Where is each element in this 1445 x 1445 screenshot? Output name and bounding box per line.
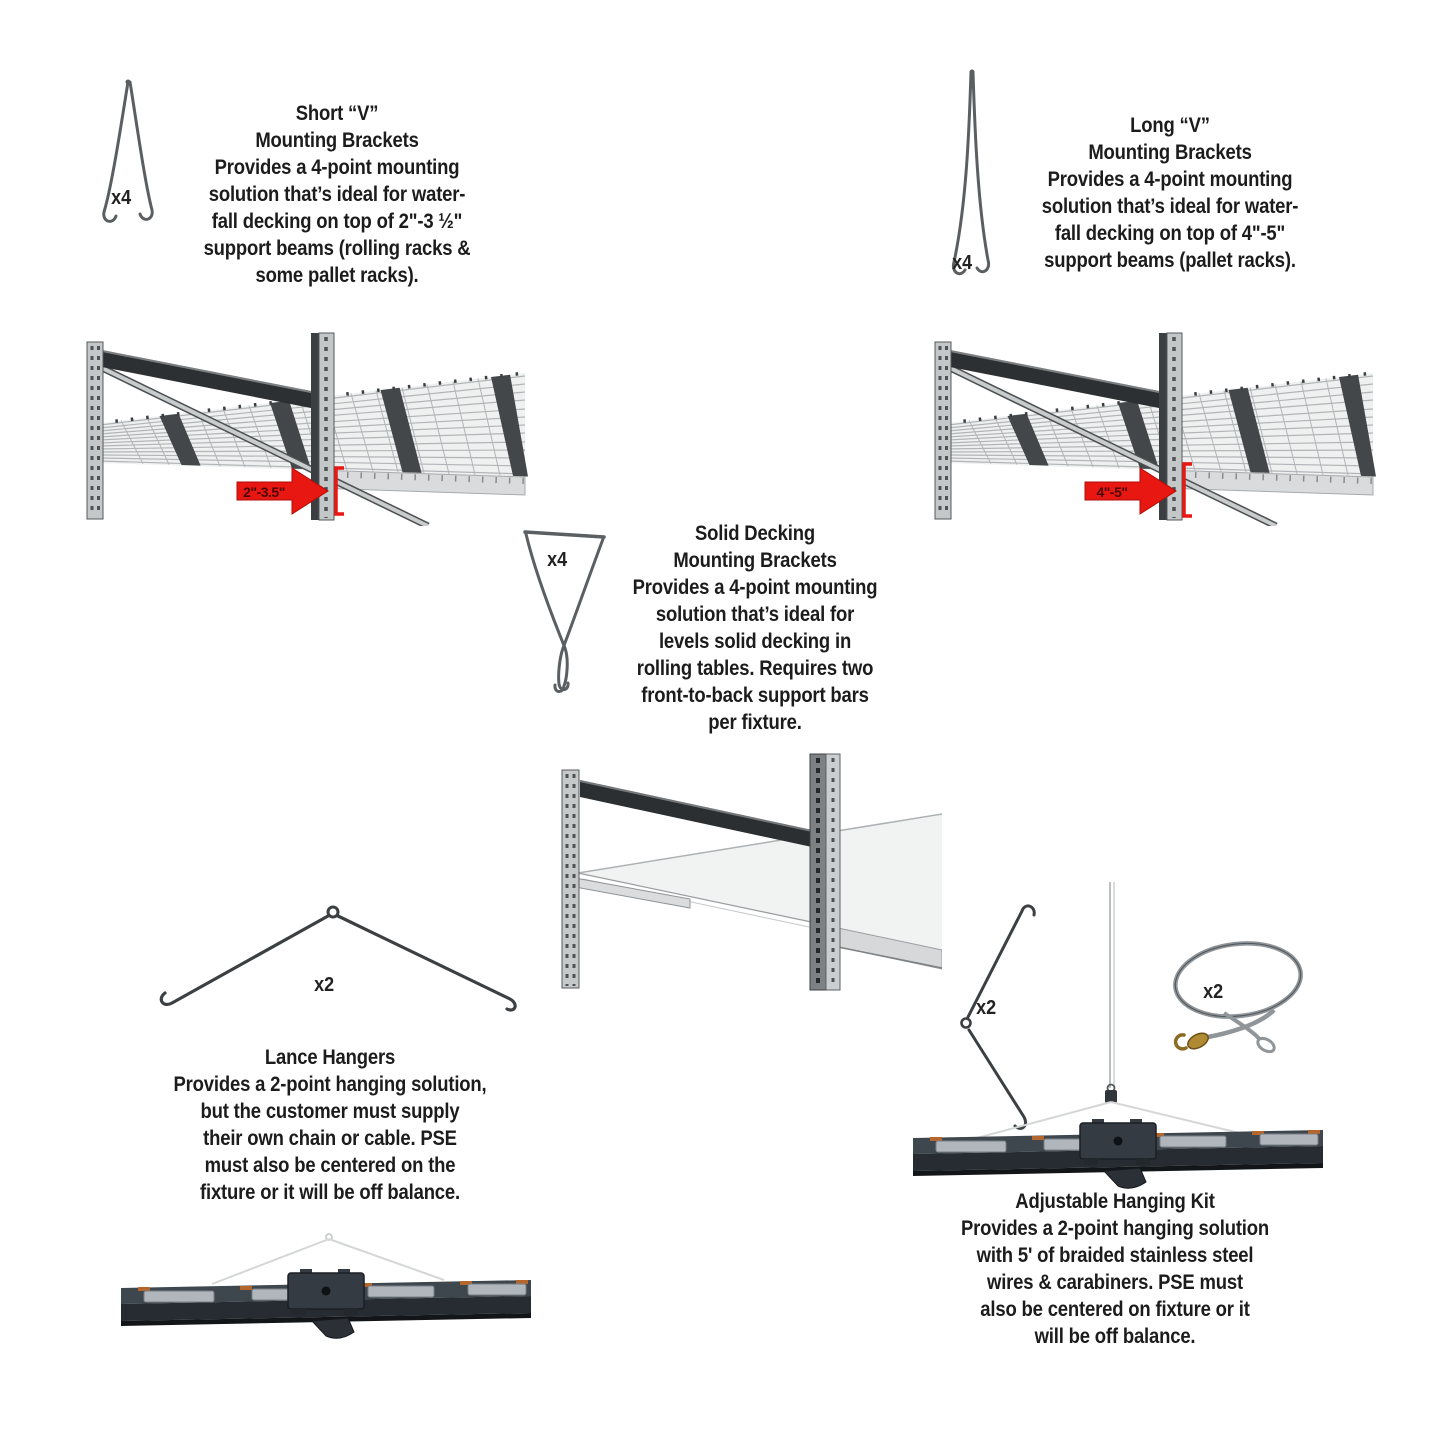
text-line: their own chain or cable. PSE [203,1127,457,1150]
text-line: fall decking on top of 2"-3 ½" [211,210,463,233]
beam-size-bracket [1182,462,1192,518]
text-line: Provides a 2-point hanging solution, [173,1073,487,1096]
beam-size-arrow-label: 2"-3.5" [243,484,285,500]
text-line: levels solid decking in [658,630,852,653]
wire-deck-rack-left-illustration: 2"-3.5" [80,330,528,526]
text-line: Provides a 4-point mounting [214,156,460,179]
text-line: solution that’s ideal for water- [1041,195,1299,218]
beam-size-arrow: 4"-5" [1084,462,1192,518]
text-line: solution that’s ideal for [655,603,855,626]
text-line: must also be centered on the [204,1154,456,1177]
text-line: fall decking on top of 4"-5" [1054,222,1286,245]
wire-deck-rack-right-illustration: 4"-5" [928,330,1376,526]
carabiner-icon [1173,1032,1209,1051]
short-v-bracket-icon [102,79,154,223]
text-line: solution that’s ideal for water- [208,183,466,206]
text-line: wires & carabiners. PSE must [987,1271,1243,1294]
text-line: also be centered on fixture or it [980,1298,1250,1321]
text-line: Adjustable Hanging Kit [1015,1190,1215,1213]
lance-fixture-illustration [120,1233,532,1339]
beam-size-bracket [334,466,344,516]
beam-size-arrow-label: 4"-5" [1096,484,1127,500]
text-line: will be off balance. [1034,1325,1196,1348]
text-line: support beams (rolling racks & [203,237,471,260]
beam-size-arrow: 2"-3.5" [236,466,344,516]
text-line: some pallet racks). [255,264,419,287]
text-line: Long “V” [1130,114,1210,137]
text-line: Provides a 2-point hanging solution [960,1217,1269,1240]
long-v-bracket-icon [951,69,991,276]
text-line: per fixture. [708,711,802,734]
text-line: with 5' of braided stainless steel [976,1244,1254,1267]
text-line: support beams (pallet racks). [1044,249,1296,272]
qty-label: x2 [314,974,335,996]
qty-label: x2 [976,997,997,1019]
text-line: Provides a 4-point mounting [1047,168,1293,191]
qty-label: x4 [952,252,973,274]
text-line: front-to-back support bars [641,684,869,707]
solid-deck-rack-illustration [561,753,942,991]
text-line: fixture or it will be off balance. [200,1181,460,1204]
text-line: Solid Decking [695,522,815,545]
qty-label: x4 [547,549,568,571]
qty-label: x2 [1203,981,1224,1003]
adjustable-kit-fixture-illustration [912,882,1324,1189]
lance-hanger-icon [159,905,517,1012]
text-line: rolling tables. Requires two [636,657,874,680]
text-line: but the customer must supply [200,1100,460,1123]
text-line: Mounting Brackets [673,549,837,572]
qty-label: x4 [111,187,132,209]
solid-decking-bracket-icon [523,530,606,693]
text-line: Mounting Brackets [1088,141,1252,164]
text-line: Lance Hangers [264,1046,396,1069]
text-line: Short “V” [295,102,379,125]
text-line: Provides a 4-point mounting [632,576,878,599]
text-line: Mounting Brackets [255,129,419,152]
steel-cable-coil-icon [1173,941,1303,1054]
